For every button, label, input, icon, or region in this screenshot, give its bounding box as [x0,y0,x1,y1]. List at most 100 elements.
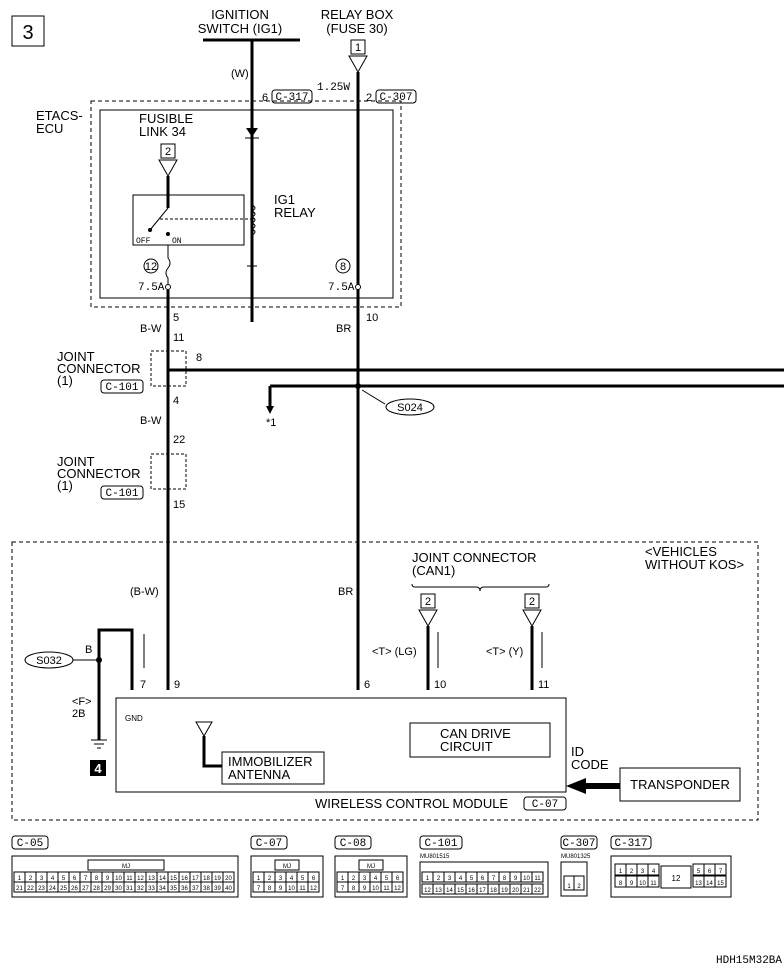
c317-row1a-cell-label: 3 [641,869,645,875]
c05-row2-cell-label: 33 [148,886,155,892]
c317-mid-cell [660,865,692,889]
relay-on-label: ON [172,237,182,246]
c08-row1-cell-label: 4 [374,876,378,882]
c101-row1-cell-label: 6 [481,876,485,882]
c307-tag-label: C-307 [379,92,412,104]
module-pin-10: 10 [434,679,446,691]
fuse-12-label: 12 [145,261,157,273]
c08-row2-cell-label: 9 [363,886,367,892]
fuse-left-terminal [165,284,171,290]
c101-housing [419,861,549,898]
ref-star1: *1 [266,417,276,429]
c05-row2-cell-label: 24 [49,886,56,892]
c05-tag [11,835,49,850]
wire-br-label: BR [336,323,351,335]
c07-tag [523,796,567,811]
module-pin-6: 6 [364,679,370,691]
c101-row1-cell-label: 1 [426,876,430,882]
c07-tag [250,835,288,850]
c08-row1-cell-label: 1 [341,876,345,882]
relay-box-label: RELAY BOX(FUSE 30) [321,7,394,36]
c317-row2b-cell-label: 14 [706,881,713,887]
amp-left: 7.5A [138,282,165,294]
c101-tag-1 [100,379,144,394]
fusible-pin-box [160,143,176,159]
c08-mj-key [358,859,384,871]
c07-mj-key [274,859,300,871]
etacs-ecu-box [90,100,402,308]
fuse-12-circle [143,258,159,274]
c07-tag-label: C-07 [256,838,282,850]
c05-row2-cell-label: 32 [137,886,144,892]
wire-w-label: (W) [231,68,249,80]
relay-contact-off [148,228,152,232]
c307-row1-cell [573,875,585,891]
c05-tag-label: C-05 [17,838,43,850]
s024-label: S024 [397,402,423,414]
c307-row1-cell-label: 1 [567,884,571,890]
c05-row2-cell-label: 29 [104,886,111,892]
c05-row1-cell-label: 6 [73,876,77,882]
c05-housing [11,855,239,898]
c05-row1-cell-label: 14 [159,876,166,882]
pin-4: 4 [173,395,179,407]
c08-row2-cell-label: 10 [372,886,379,892]
wire-br-lower-label: BR [338,586,353,598]
relay-box-pin: 1 [355,42,361,54]
page-number: 3 [22,22,33,44]
c101-row1-cell-label: 3 [448,876,452,882]
can-y-pin: 2 [529,596,535,608]
wireless-control-module-box [115,697,567,793]
c07-row1-cell-label: 4 [290,876,294,882]
fuse-left-icon [165,245,171,290]
c05-row1-cell-label: 12 [137,876,144,882]
c317-row1b-cell-label: 5 [697,869,701,875]
c317-row2b-cell-label: 13 [695,881,702,887]
c317-row1a-cell [647,863,660,876]
etacs-ecu-inner [99,109,394,299]
c05-row2-cell-label: 23 [38,886,45,892]
c05-row2-cell-label: 36 [181,886,188,892]
c07-row1-cell-label: 2 [268,876,272,882]
c05-row2-cell-label: 37 [192,886,199,892]
fuse-right-terminal [355,284,361,290]
etacs-ecu-label: ETACS-ECU [36,108,83,136]
c07-row1-cell-label: 3 [279,876,283,882]
c05-row2-cell-label: 28 [93,886,100,892]
c317-pin6: 6 [262,92,268,104]
c317-row1b-cell [714,863,727,876]
c317-row2a-cell [647,875,660,888]
can-drive-circuit-box [409,722,551,758]
can-lg-label: <T> (LG) [372,646,417,658]
arrow-down-icon [266,406,274,414]
relay-contact-on [166,232,170,236]
c101-row1-cell-label: 10 [523,876,530,882]
c05-row1-cell-label: 7 [84,876,88,882]
relay-switch-arm [149,207,169,231]
c101-row2-cell-label: 22 [534,888,541,894]
c317-row1a-cell-label: 2 [630,869,634,875]
c05-row2-cell-label: 35 [170,886,177,892]
pin-22: 22 [173,434,185,446]
fuse-8-circle [335,258,351,274]
can-y-terminal-icon [522,609,542,628]
s032-splice [96,657,102,663]
relay-box-terminal-icon [348,55,368,74]
c317-row2b-cell-label: 15 [717,881,724,887]
c05-row2-cell-label: 39 [214,886,221,892]
c08-tag [334,835,372,850]
joint-connector-2-box [150,453,187,490]
c08-row2-cell-label: 8 [352,886,356,892]
c05-mj-key [87,859,165,871]
c05-row1-cell-label: 20 [225,876,232,882]
c05-row2-cell-label: 40 [225,886,232,892]
wireless-region-box [11,541,759,821]
c101-tag-2 [100,485,144,500]
c05-row2-cell-label: 26 [71,886,78,892]
can-lg-pin-box [420,593,436,609]
c317-tag-label: C-317 [275,92,308,104]
c317-row1b-cell-label: 7 [719,869,723,875]
